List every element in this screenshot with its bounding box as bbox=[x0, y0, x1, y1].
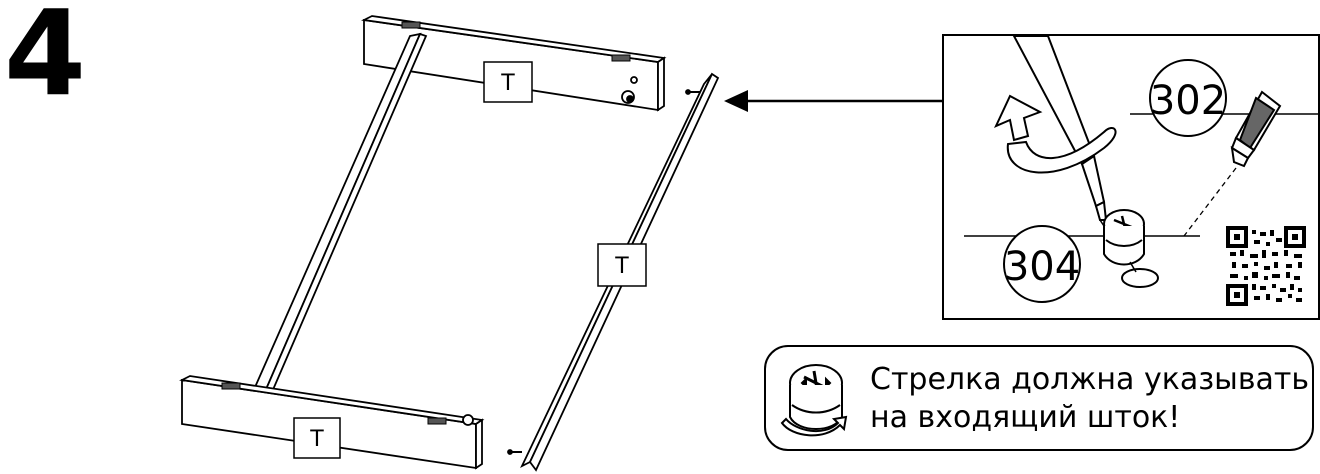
svg-text:T: T bbox=[500, 71, 515, 96]
detail-panel: 302 304 bbox=[942, 34, 1320, 320]
right-rail-label: T bbox=[597, 243, 647, 287]
dowel-icon bbox=[1230, 90, 1282, 168]
rotation-arrow-icon bbox=[993, 94, 1117, 174]
svg-text:T: T bbox=[309, 427, 324, 452]
left-rail bbox=[250, 32, 428, 396]
part-304-callout: 304 bbox=[1003, 225, 1081, 303]
part-302-callout: 302 bbox=[1149, 59, 1227, 137]
callout-line-1: Стрелка должна указывать bbox=[870, 362, 1310, 397]
callout-text: Стрелка должна указывать на входящий што… bbox=[870, 361, 1309, 437]
step-number: 4 bbox=[4, 0, 87, 122]
warning-callout: Стрелка должна указывать на входящий што… bbox=[764, 345, 1314, 451]
svg-text:T: T bbox=[614, 254, 629, 279]
qr-code-icon bbox=[1226, 226, 1306, 306]
top-panel-label: T bbox=[483, 61, 533, 103]
detail-illustration: 302 304 bbox=[964, 35, 1318, 306]
svg-text:304: 304 bbox=[1004, 244, 1080, 290]
cam-lock-icon bbox=[1103, 209, 1159, 288]
bottom-panel-label: T bbox=[293, 417, 341, 459]
callout-line-2: на входящий шток! bbox=[870, 400, 1181, 435]
cam-lock-arrow-icon bbox=[780, 364, 848, 437]
direction-arrow-icon bbox=[724, 90, 944, 112]
svg-text:302: 302 bbox=[1150, 78, 1226, 124]
